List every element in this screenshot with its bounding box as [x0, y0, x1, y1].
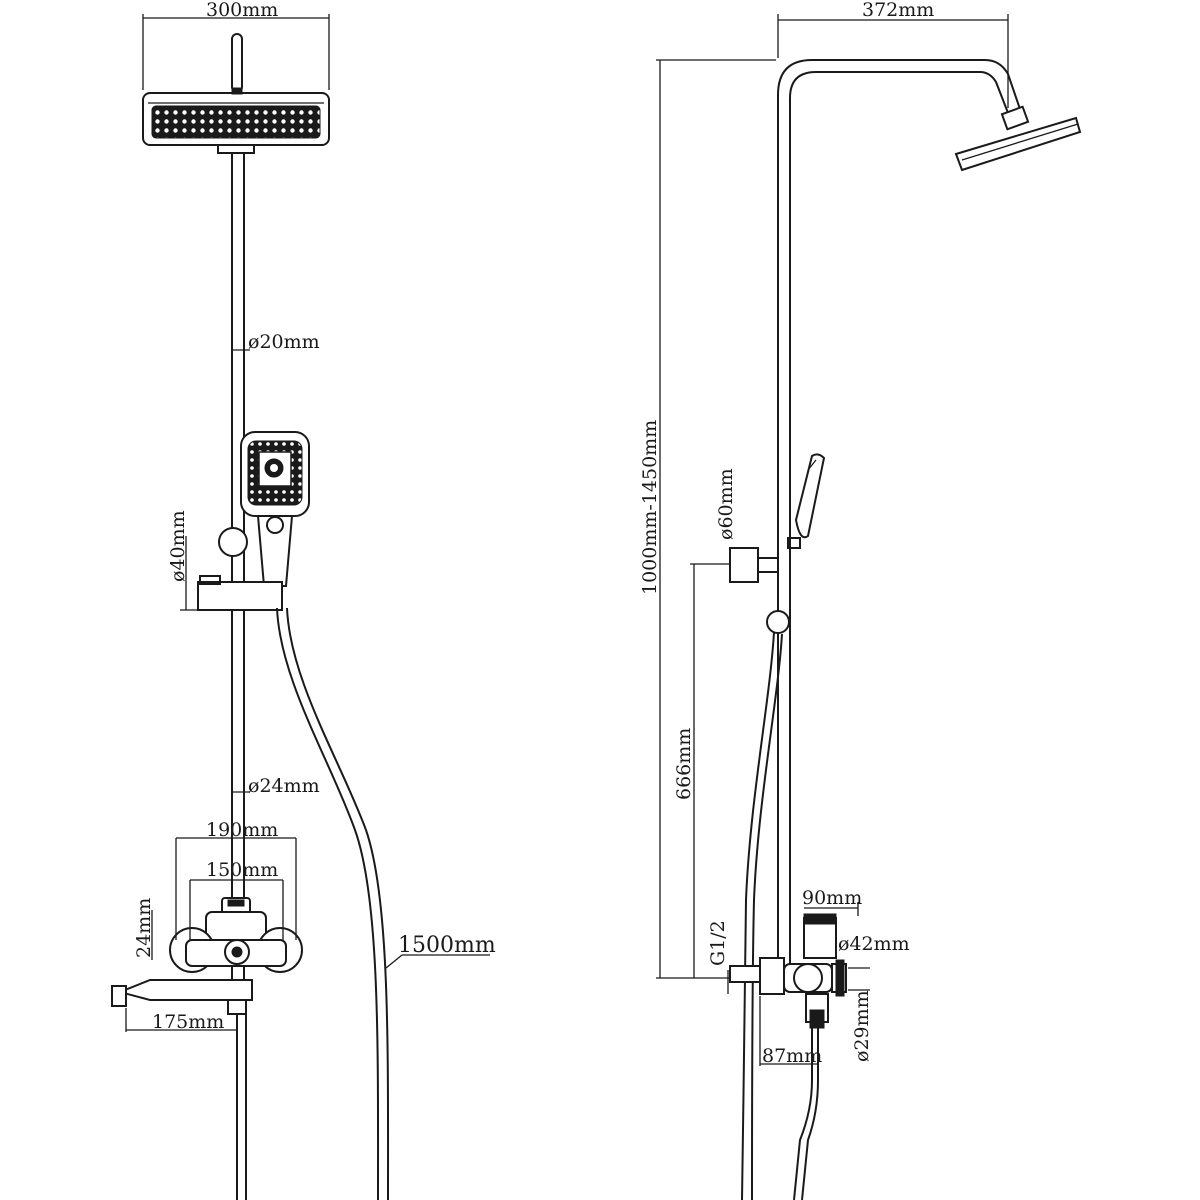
side-hose: [741, 631, 775, 1200]
inlet-spacing-label: 150mm: [206, 859, 278, 881]
hand-shower: [240, 431, 310, 587]
thread-label: G1/2: [707, 920, 729, 966]
mixer-width-label: 190mm: [206, 819, 278, 841]
shower-hose: [276, 607, 380, 1200]
mixer-offset-label: 24mm: [133, 898, 155, 958]
riser-pipe: [231, 153, 245, 1000]
holder-height-label: 666mm: [673, 728, 695, 800]
inlet-depth-label: 87mm: [762, 1045, 822, 1067]
holder-diameter-label: ø40mm: [167, 510, 189, 582]
hose-length-label: 1500mm: [398, 933, 496, 958]
lower-pipe-diameter-label: ø24mm: [248, 775, 320, 797]
front-dimensions: [125, 14, 490, 1032]
side-dimensions: [656, 14, 1009, 1066]
overhead-shower-head: [142, 33, 330, 154]
front-view: 300mm ø20mm ø40mm ø24mm 190mm 150mm 24mm…: [111, 0, 496, 1200]
side-hand-shower: [787, 453, 826, 549]
outlet-diameter-label: ø29mm: [851, 990, 873, 1062]
height-range-label: 1000mm-1450mm: [639, 420, 661, 595]
slide-holder: [197, 527, 283, 611]
head-width-label: 300mm: [206, 0, 278, 21]
upper-pipe-diameter-label: ø20mm: [248, 331, 320, 353]
side-mixer: [729, 913, 847, 1200]
knob-diameter-label: ø42mm: [838, 933, 910, 955]
side-shower-head: [954, 105, 1082, 172]
mixer-valve: [111, 897, 303, 1015]
side-holder-diameter-label: ø60mm: [715, 468, 737, 540]
side-view: 372mm 1000mm-1450mm ø60mm 666mm G1/2 90m…: [639, 0, 1082, 1200]
side-riser-and-arm: [777, 59, 1023, 965]
arm-reach-label: 372mm: [862, 0, 934, 21]
side-holder: [729, 547, 790, 634]
spout-length-label: 175mm: [152, 1011, 224, 1033]
mixer-depth-label: 90mm: [802, 887, 862, 909]
